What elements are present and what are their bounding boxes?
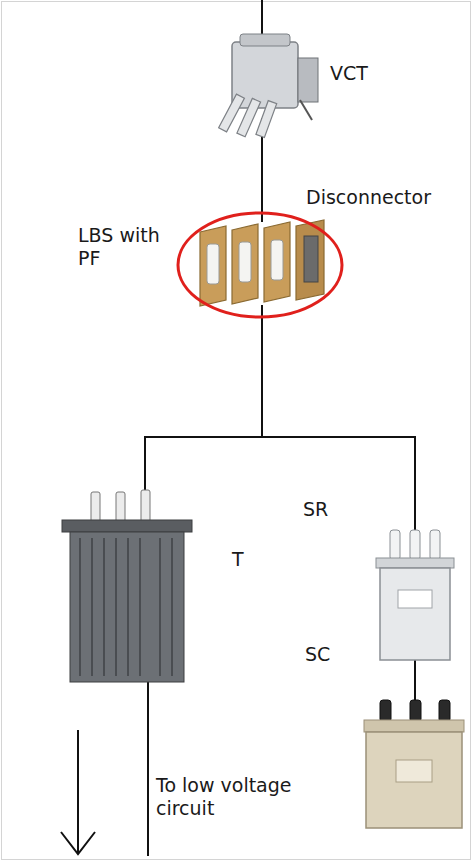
transformer-fin xyxy=(171,538,173,676)
part-label: SC xyxy=(305,643,355,666)
part-label: Disconnector xyxy=(306,186,466,209)
part-label: T xyxy=(232,548,292,571)
power-fuse xyxy=(239,242,251,282)
lbs-panel xyxy=(232,224,258,304)
transformer-cover xyxy=(62,520,192,532)
bus-bar xyxy=(144,436,416,438)
vct-illustration xyxy=(219,34,318,138)
transformer-illustration xyxy=(62,490,192,682)
capacitor-nameplate xyxy=(396,760,432,782)
part-label: LBS with PF xyxy=(78,224,166,270)
transformer-bushing xyxy=(141,490,150,522)
arrow-shaft xyxy=(77,730,79,854)
wire xyxy=(147,682,149,856)
transformer-fin xyxy=(103,538,105,676)
part-label: VCT xyxy=(330,62,450,85)
capacitor-bushing xyxy=(439,700,450,722)
wire xyxy=(414,437,416,532)
reactor-bushing xyxy=(410,530,420,560)
reactor-cover xyxy=(376,558,454,568)
power-fuse xyxy=(207,244,219,284)
series-reactor-illustration xyxy=(376,530,454,660)
capacitor-illustration xyxy=(364,700,464,828)
note-label: To low voltage circuit xyxy=(156,774,332,820)
transformer-fin xyxy=(127,538,129,676)
transformer-fin xyxy=(91,538,93,676)
transformer-fin xyxy=(115,538,117,676)
wire xyxy=(261,305,263,437)
wire xyxy=(144,437,146,492)
capacitor-bushing xyxy=(410,700,421,722)
highlight-ellipse xyxy=(178,213,342,317)
transformer-bushing xyxy=(116,492,125,522)
arrow-head xyxy=(61,832,95,854)
lbs-panel xyxy=(296,220,324,300)
capacitor-bushing xyxy=(380,700,391,722)
transformer-tank xyxy=(70,532,184,682)
lbs-illustration xyxy=(178,213,342,317)
vct-meter-box xyxy=(298,58,318,102)
reactor-nameplate xyxy=(398,590,432,608)
lbs-panel xyxy=(264,222,290,302)
capacitor-cover xyxy=(364,720,464,732)
direction-arrow xyxy=(61,730,95,854)
vct-top xyxy=(240,34,290,46)
lbs-panel xyxy=(200,226,226,306)
transformer-fin xyxy=(159,538,161,676)
vct-cable xyxy=(300,100,312,120)
power-fuse xyxy=(271,240,283,280)
transformer-fin xyxy=(139,538,141,676)
reactor-body xyxy=(380,568,450,660)
reactor-bushing xyxy=(430,530,440,560)
transformer-bushing xyxy=(91,492,100,522)
capacitor-body xyxy=(366,732,462,828)
wire xyxy=(414,660,416,702)
part-label: SR xyxy=(303,498,363,521)
vct-bushing xyxy=(256,101,277,138)
lbs-mechanism xyxy=(304,236,318,282)
reactor-bushing xyxy=(390,530,400,560)
transformer-fin xyxy=(79,538,81,676)
